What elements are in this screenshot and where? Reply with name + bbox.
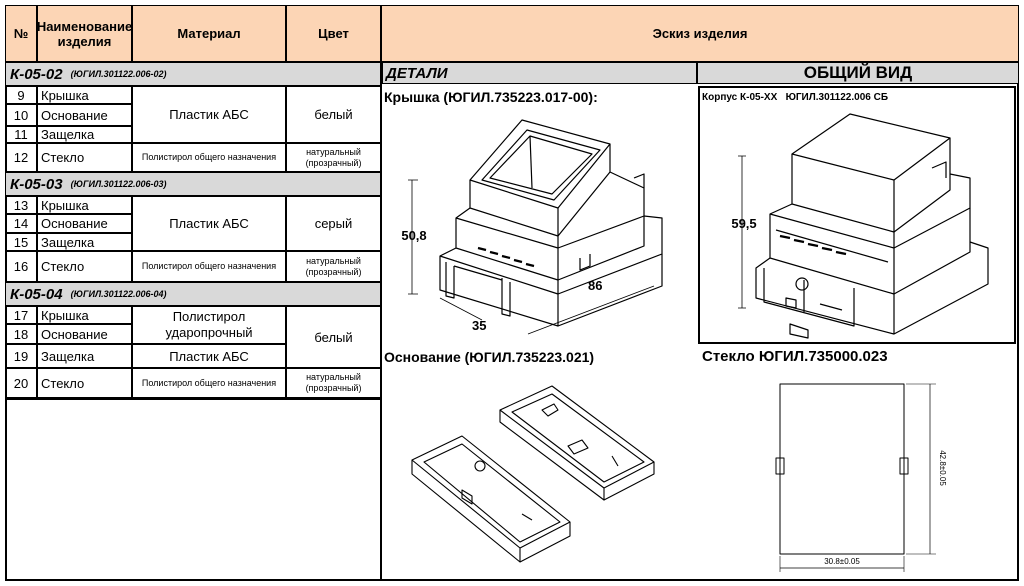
sketch-divider: [380, 5, 382, 581]
material-latch: Пластик АБС: [132, 344, 286, 368]
cover-title: Крышка (ЮГИЛ.735223.017-00):: [384, 89, 598, 105]
general-label-text: ОБЩИЙ ВИД: [803, 63, 913, 82]
row-name: Крышка: [37, 306, 132, 324]
row-num: 11: [5, 126, 37, 143]
group-name: К-05-02: [10, 65, 63, 83]
cover-drawing: 50,8 35 86: [401, 119, 663, 335]
row-num: 19: [5, 344, 37, 368]
row-num: 9: [5, 86, 37, 104]
dim-height: 50,8: [401, 228, 426, 243]
dim-length: 86: [588, 278, 602, 293]
header-name: Наименование изделия: [37, 5, 132, 62]
group-title: К-05-04 (ЮГИЛ.301122.006-04): [5, 282, 381, 306]
row-name: Защелка: [37, 233, 132, 251]
row-name: Основание: [37, 214, 132, 233]
base-title: Основание (ЮГИЛ.735223.021): [384, 349, 595, 365]
header-material: Материал: [132, 5, 286, 62]
material-glass: Полистирол общего назначения: [132, 251, 286, 282]
material-main: Пластик АБС: [132, 196, 286, 251]
color-glass: натуральный (прозрачный): [286, 143, 381, 172]
row-name: Крышка: [37, 196, 132, 214]
glass-title: Стекло ЮГИЛ.735000.023: [702, 348, 888, 365]
material-glass: Полистирол общего назначения: [132, 143, 286, 172]
dim-glass-height: 42.8±0.05: [938, 450, 947, 486]
material-main: Пластик АБС: [132, 86, 286, 143]
row-num: 17: [5, 306, 37, 324]
group-name: К-05-03: [10, 175, 63, 193]
header-color: Цвет: [286, 5, 381, 62]
glass-drawing: 30.8±0.05 42.8±0.05: [775, 383, 947, 572]
row-name: Основание: [37, 104, 132, 126]
details-label: ДЕТАЛИ: [382, 62, 697, 84]
row-num: 12: [5, 143, 37, 172]
header-sketch: Эскиз изделия: [382, 5, 1019, 62]
row-name: Крышка: [37, 86, 132, 104]
general-label: ОБЩИЙ ВИД: [697, 62, 1019, 84]
group-code: (ЮГИЛ.301122.006-03): [70, 179, 167, 189]
group-title: К-05-03 (ЮГИЛ.301122.006-03): [5, 172, 381, 196]
row-name: Стекло: [37, 368, 132, 398]
row-name: Стекло: [37, 251, 132, 282]
row-name: Защелка: [37, 344, 132, 368]
color-glass: натуральный (прозрачный): [286, 251, 381, 282]
table-empty-area: [5, 398, 381, 581]
color-main: белый: [286, 86, 381, 143]
assembly-title: Корпус К-05-ХХ ЮГИЛ.301122.006 СБ: [702, 92, 889, 103]
color-main: серый: [286, 196, 381, 251]
assembly-drawing: 59,5: [731, 113, 989, 339]
row-name: Защелка: [37, 126, 132, 143]
row-num: 16: [5, 251, 37, 282]
material-main: Полистирол ударопрочный: [132, 306, 286, 344]
row-num: 13: [5, 196, 37, 214]
row-num: 10: [5, 104, 37, 126]
dim-glass-width: 30.8±0.05: [824, 557, 860, 566]
row-num: 14: [5, 214, 37, 233]
dim-width: 35: [472, 318, 486, 333]
row-num: 20: [5, 368, 37, 398]
row-num: 15: [5, 233, 37, 251]
color-main: белый: [286, 306, 381, 368]
assembly-frame: [698, 86, 1016, 344]
group-code: (ЮГИЛ.301122.006-02): [70, 69, 167, 79]
color-glass: натуральный (прозрачный): [286, 368, 381, 398]
group-name: К-05-04: [10, 285, 63, 303]
group-code: (ЮГИЛ.301122.006-04): [70, 289, 167, 299]
row-name: Основание: [37, 324, 132, 344]
header-num: №: [5, 5, 37, 62]
row-name: Стекло: [37, 143, 132, 172]
dim-assembly-height: 59,5: [731, 216, 756, 231]
row-num: 18: [5, 324, 37, 344]
material-glass: Полистирол общего назначения: [132, 368, 286, 398]
details-label-text: ДЕТАЛИ: [386, 64, 448, 82]
group-title: К-05-02 (ЮГИЛ.301122.006-02): [5, 62, 381, 86]
base-drawing: [411, 385, 655, 563]
